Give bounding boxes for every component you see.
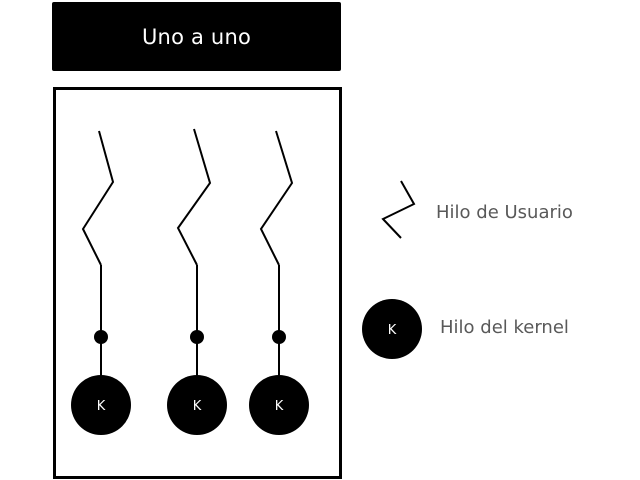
kernel-thread-label: K bbox=[97, 399, 106, 414]
kernel-thread-node bbox=[249, 375, 309, 435]
model-title-banner: Uno a uno bbox=[52, 2, 341, 71]
legend-user-thread-label: Hilo de Usuario bbox=[436, 202, 573, 223]
legend-user-thread-icon bbox=[381, 180, 416, 239]
thread-pair-2: K bbox=[167, 128, 227, 435]
kernel-thread-label: K bbox=[275, 399, 284, 414]
process-frame bbox=[53, 87, 342, 479]
model-title: Uno a uno bbox=[141, 24, 251, 49]
kernel-thread-node bbox=[167, 375, 227, 435]
thread-pair-1: K bbox=[71, 130, 131, 435]
legend: K bbox=[362, 180, 422, 359]
legend-kernel-symbol: K bbox=[388, 323, 397, 338]
mapping-point bbox=[94, 330, 108, 344]
legend-kernel-thread-node bbox=[362, 299, 422, 359]
thread-pair-3: K bbox=[249, 130, 309, 435]
user-thread-icon bbox=[81, 130, 115, 266]
kernel-thread-node bbox=[71, 375, 131, 435]
user-thread-icon bbox=[176, 128, 212, 266]
kernel-thread-label: K bbox=[193, 399, 202, 414]
mapping-point bbox=[272, 330, 286, 344]
legend-kernel-thread-label: Hilo del kernel bbox=[440, 317, 569, 338]
user-thread-icon bbox=[259, 130, 294, 266]
mapping-point bbox=[190, 330, 204, 344]
